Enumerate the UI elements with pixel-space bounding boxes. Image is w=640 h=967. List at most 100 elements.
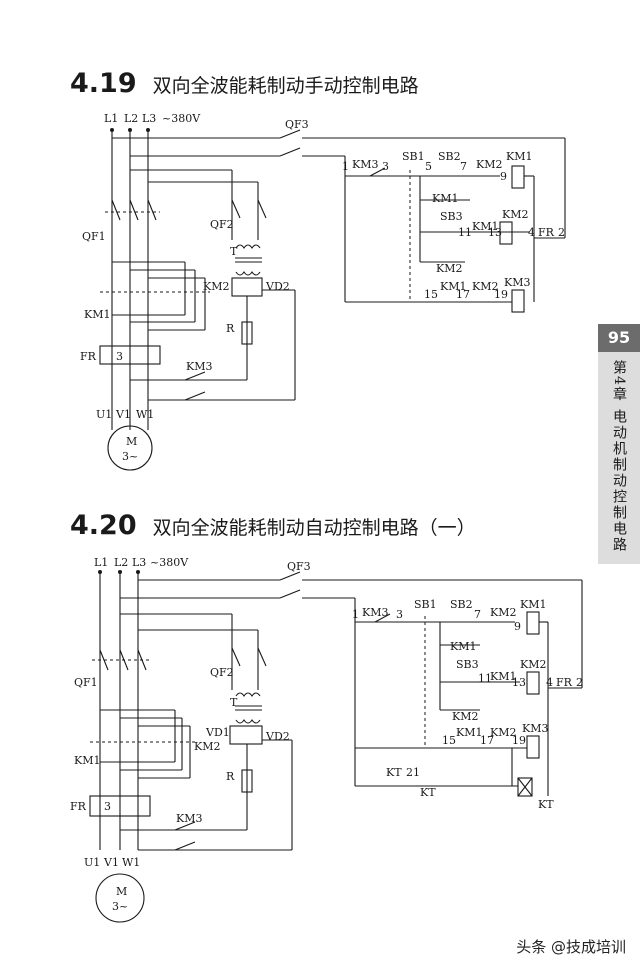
label-km1-c: KM1	[456, 726, 482, 739]
label-kt-b: KT	[420, 786, 436, 799]
label-l1: L1	[104, 112, 118, 125]
label-km3: KM3	[186, 360, 212, 373]
label-r: R	[226, 770, 235, 783]
label-km3-coil: KM3	[504, 276, 530, 289]
label-n13: 13	[488, 226, 502, 239]
section-title-4-19: 4.19 双向全波能耗制动手动控制电路	[70, 70, 419, 100]
label-km3: KM3	[176, 812, 202, 825]
chapter-tab: 95 第4章 电动机制动控制电路	[598, 324, 640, 564]
label-km1: KM1	[74, 754, 100, 767]
label-fr-ctrl: FR	[538, 226, 555, 239]
label-motor: M	[116, 885, 127, 898]
label-n17: 17	[480, 734, 494, 747]
label-km1-b: KM1	[472, 220, 498, 233]
label-n19: 19	[512, 734, 526, 747]
label-km1: KM1	[84, 308, 110, 321]
label-qf2: QF2	[210, 218, 234, 231]
label-kt-coil: KT	[538, 798, 554, 811]
label-n11: 11	[458, 226, 472, 239]
label-sb2: SB2	[438, 150, 461, 163]
label-sb2: SB2	[450, 598, 473, 611]
label-vd1: VD1	[205, 726, 230, 739]
label-n2: 2	[576, 676, 583, 689]
label-fr: FR	[70, 800, 87, 813]
chapter-label: 第4章 电动机制动控制电路	[611, 360, 627, 554]
label-km1-contact: KM1	[432, 192, 458, 205]
label-n4: 4	[528, 226, 535, 239]
label-ctrl-km3: KM3	[352, 158, 378, 171]
label-n3: 3	[382, 160, 389, 173]
label-km2-coil: KM2	[520, 658, 546, 671]
label-n1: 1	[352, 608, 359, 621]
watermark: 头条 @技成培训	[516, 938, 626, 956]
label-n1: 1	[342, 160, 349, 173]
label-l1: L1	[94, 556, 108, 569]
label-km2-contact: KM2	[452, 710, 478, 723]
label-n2: 2	[558, 226, 565, 239]
label-vd2: VD2	[265, 730, 290, 743]
label-fr-num: 3	[116, 350, 123, 363]
label-fr-num: 3	[104, 800, 111, 813]
label-fr-ctrl: FR	[556, 676, 573, 689]
label-km1-contact: KM1	[450, 640, 476, 653]
section-heading: 双向全波能耗制动手动控制电路	[152, 75, 419, 97]
label-n7: 7	[474, 608, 481, 621]
label-motor-sub: 3~	[122, 450, 138, 463]
label-n4: 4	[546, 676, 553, 689]
label-sb3: SB3	[456, 658, 479, 671]
label-t: T	[230, 245, 238, 258]
label-n13: 13	[512, 676, 526, 689]
label-km2: KM2	[194, 740, 220, 753]
label-fr: FR	[80, 350, 97, 363]
label-v: V1	[115, 408, 131, 421]
label-km1-b: KM1	[490, 670, 516, 683]
label-qf3: QF3	[285, 118, 309, 131]
label-km2-c: KM2	[472, 280, 498, 293]
label-l3: L3	[132, 556, 146, 569]
label-u: U1	[84, 856, 100, 869]
label-n5: 5	[425, 160, 432, 173]
label-n7: 7	[460, 160, 467, 173]
label-w: W1	[122, 856, 140, 869]
label-km2-contact: KM2	[436, 262, 462, 275]
label-km1-c: KM1	[440, 280, 466, 293]
label-voltage: ~380V	[150, 556, 189, 569]
label-ctrl-km1: KM1	[506, 150, 532, 163]
label-km2-coil: KM2	[502, 208, 528, 221]
section-number: 4.19	[70, 68, 137, 99]
label-v: V1	[103, 856, 119, 869]
label-n15: 15	[424, 288, 438, 301]
label-n3: 3	[396, 608, 403, 621]
label-n19: 19	[494, 288, 508, 301]
label-n9: 9	[500, 170, 507, 183]
label-ctrl-km3: KM3	[362, 606, 388, 619]
label-km2: KM2	[203, 280, 229, 293]
label-n11: 11	[478, 672, 492, 685]
label-t: T	[230, 696, 238, 709]
label-w: W1	[136, 408, 154, 421]
label-sb1: SB1	[402, 150, 425, 163]
label-n15: 15	[442, 734, 456, 747]
label-vd2: VD2	[265, 280, 290, 293]
label-motor-sub: 3~	[112, 900, 128, 913]
label-motor: M	[126, 435, 137, 448]
label-km2-c: KM2	[490, 726, 516, 739]
label-sb3: SB3	[440, 210, 463, 223]
label-ctrl-km2: KM2	[476, 158, 502, 171]
label-km3-coil: KM3	[522, 722, 548, 735]
label-l3: L3	[142, 112, 156, 125]
label-qf1: QF1	[74, 676, 98, 689]
label-u: U1	[96, 408, 112, 421]
page-number: 95	[598, 324, 640, 352]
label-n21: 21	[406, 766, 420, 779]
label-qf2: QF2	[210, 666, 234, 679]
label-r: R	[226, 322, 235, 335]
label-n9: 9	[514, 620, 521, 633]
label-qf1: QF1	[82, 230, 106, 243]
section-number: 4.20	[70, 510, 137, 541]
label-sb1: SB1	[414, 598, 437, 611]
label-qf3: QF3	[287, 560, 311, 573]
label-l2: L2	[114, 556, 128, 569]
